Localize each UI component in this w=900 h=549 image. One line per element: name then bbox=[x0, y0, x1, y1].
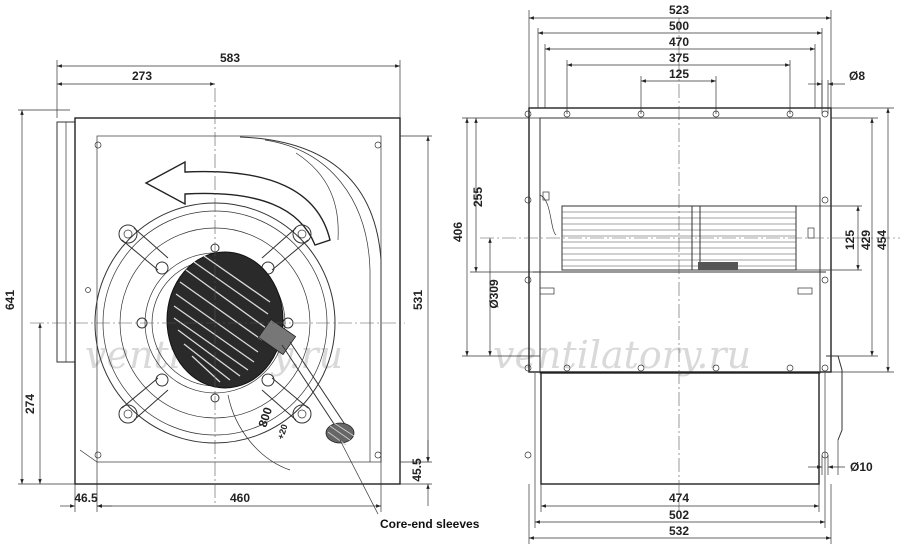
callout-leader bbox=[339, 439, 379, 515]
dim-45-5: 45.5 bbox=[410, 458, 424, 482]
dim-125-right: 125 bbox=[843, 230, 857, 250]
rotation-arrow-icon bbox=[144, 160, 331, 246]
dim-429: 429 bbox=[859, 230, 873, 250]
dim-583: 583 bbox=[220, 51, 240, 65]
core-end-sleeves-icon bbox=[325, 422, 355, 446]
front-view: 583 273 641 274 531 45.5 460 46.5 800 +2… bbox=[3, 51, 480, 531]
watermark-right: ventilatory.ru bbox=[493, 333, 751, 377]
dim-125-top: 125 bbox=[669, 67, 689, 81]
dim-46-5: 46.5 bbox=[74, 491, 98, 505]
outlet-flange bbox=[528, 107, 832, 373]
dim-274: 274 bbox=[23, 394, 37, 414]
dim-255: 255 bbox=[471, 187, 485, 207]
dim-474: 474 bbox=[669, 491, 689, 505]
scroll-volute bbox=[239, 136, 382, 462]
cable-length-tolerance: +20 bbox=[275, 423, 289, 441]
housing-lower bbox=[540, 372, 820, 485]
dim-502: 502 bbox=[669, 508, 689, 522]
cable-length-arc bbox=[227, 394, 291, 471]
dim-460: 460 bbox=[230, 491, 250, 505]
dim-532: 532 bbox=[669, 524, 689, 538]
dim-375: 375 bbox=[669, 51, 689, 65]
dim-273: 273 bbox=[132, 69, 152, 83]
dim-470: 470 bbox=[669, 35, 689, 49]
motor bbox=[166, 251, 297, 389]
dim-641: 641 bbox=[3, 290, 17, 310]
dim-500: 500 bbox=[669, 19, 689, 33]
flange-holes bbox=[524, 110, 829, 459]
cable bbox=[281, 344, 339, 431]
housing-frame bbox=[74, 117, 401, 485]
impeller bbox=[539, 191, 815, 271]
dim-hole-8: Ø8 bbox=[849, 69, 865, 83]
side-view: 523 500 470 375 125 Ø8 406 255 Ø309 bbox=[451, 3, 900, 544]
side-cable bbox=[826, 355, 843, 441]
dim-406: 406 bbox=[451, 222, 465, 242]
label-core-end-sleeves: Core-end sleeves bbox=[380, 517, 480, 531]
cable-length-label: 800 bbox=[256, 405, 276, 429]
dim-523: 523 bbox=[669, 3, 689, 17]
dim-454: 454 bbox=[875, 230, 889, 250]
dim-hole-10: Ø10 bbox=[850, 460, 873, 474]
dim-dia-309: Ø309 bbox=[487, 279, 501, 309]
dim-531: 531 bbox=[411, 290, 425, 310]
